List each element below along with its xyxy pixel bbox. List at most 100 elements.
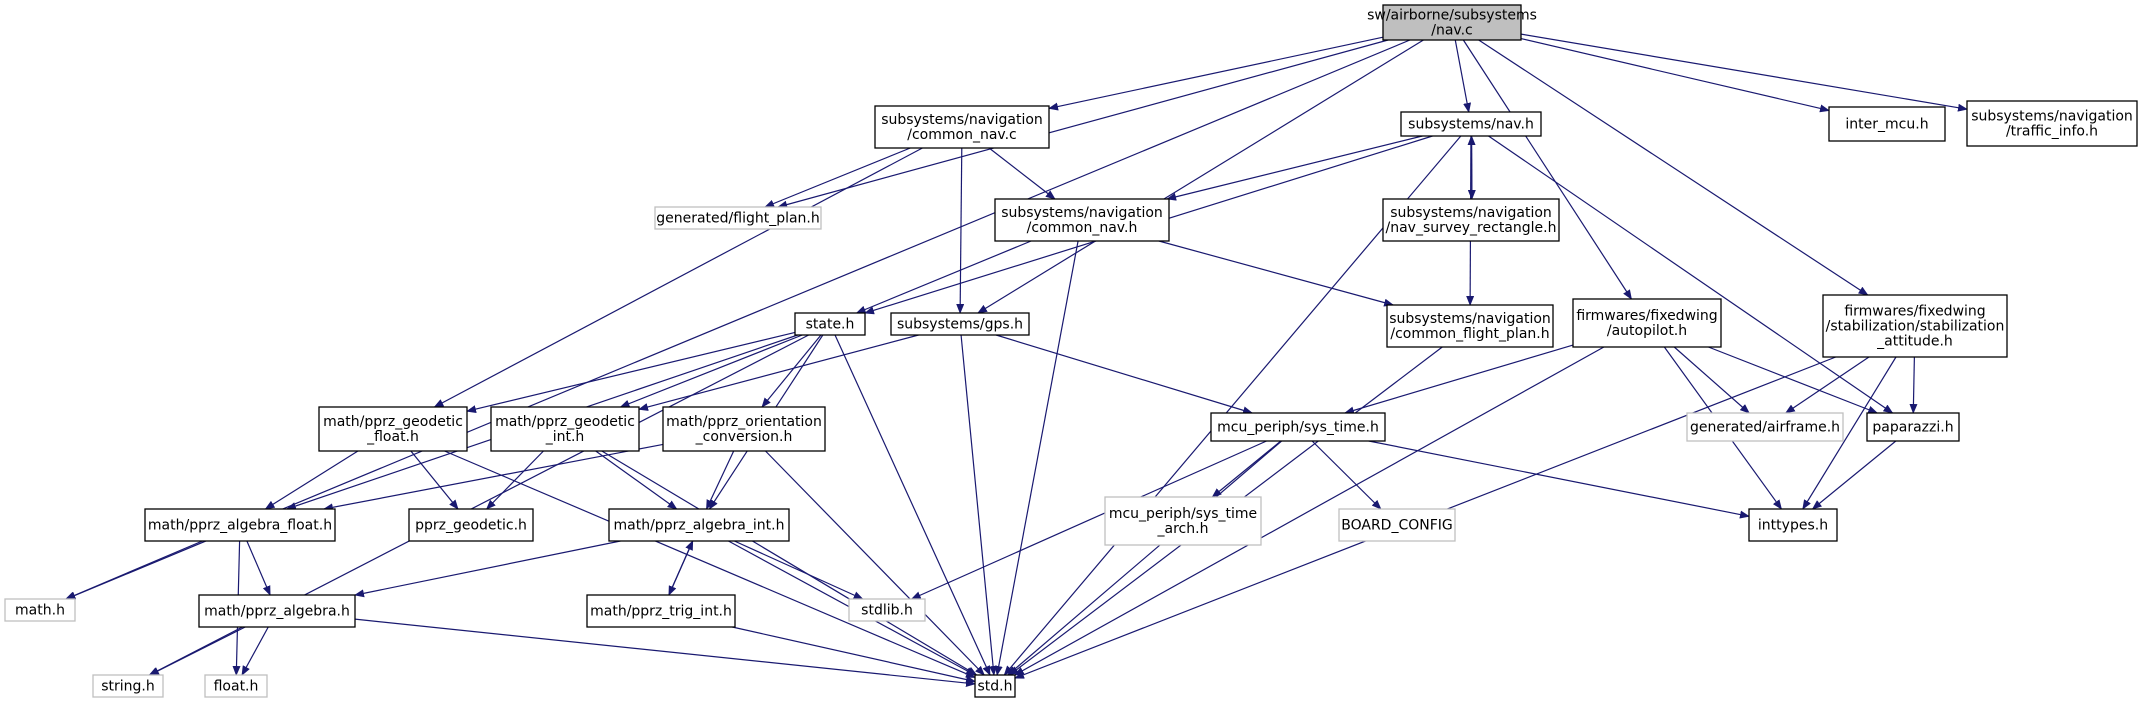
node-box [1828,106,1946,142]
node-box [794,312,866,336]
node-label: subsystems/nav.h [1408,117,1534,133]
edge-autopilot_h-to-airframe_h [1673,346,1750,414]
node-label: math/pprz_algebra.h [204,604,350,620]
node-box [4,598,76,622]
node-box [1338,508,1456,542]
node-geo-float-h[interactable]: math/pprz_geodetic_float.h [318,406,468,452]
edge-nav_h-to-paparazzi_h [1488,135,1894,414]
node-label: firmwares/fixedwing [1844,304,1985,320]
node-label: /nav.c [1431,23,1473,39]
node-nav-h[interactable]: subsystems/nav.h [1400,111,1542,137]
node-label: state.h [806,317,855,333]
node-label: mcu_periph/sys_time [1109,506,1257,522]
node-label: math/pprz_trig_int.h [590,604,732,620]
node-label: inttypes.h [1758,518,1828,534]
edge-geo_int_h-to-pprz_geodetic_h [485,450,544,510]
node-label: /stabilization/stabilization [1826,319,2005,335]
node-traffic-info-h[interactable]: subsystems/navigation/traffic_info.h [1966,100,2138,147]
node-layer: sw/airborne/subsystems/nav.c math.h subsys… [4,4,2138,698]
edge-alg_int_h-to-stdlib_h [734,540,864,600]
node-label: subsystems/gps.h [897,317,1023,333]
edge-sys_time_h-to-stdlib_h [910,440,1267,600]
edge-common_nav_c-to-gps_h [956,147,965,314]
node-geo-int-h[interactable]: math/pprz_geodetic_int.h [490,406,640,452]
node-label: math/pprz_geodetic [323,414,463,430]
node-inttypes-h[interactable]: inttypes.h [1748,508,1838,542]
edge-common_nav_c-to-flight_plan_h [764,147,911,208]
node-trig-int-h[interactable]: math/pprz_trig_int.h [586,594,736,628]
edge-stab_att_h-to-airframe_h [1784,356,1870,414]
edge-nav_h-to-common_nav_h [1166,135,1423,201]
edge-autopilot_h-to-paparazzi_h [1708,346,1879,414]
node-label: /traffic_info.h [2006,124,2098,140]
node-box [1866,412,1960,442]
edge-layer [64,33,1968,687]
node-box [318,406,468,452]
node-box [1104,496,1262,546]
node-label: _attitude.h [1876,334,1953,350]
node-box [974,674,1016,698]
node-common-fp-h[interactable]: subsystems/navigation/common_flight_plan… [1386,304,1554,348]
edge-geo_float_h-to-std_h [444,450,976,679]
node-box [198,594,356,628]
node-std-h[interactable]: std.h [974,674,1016,698]
node-label: inter_mcu.h [1845,117,1928,133]
node-stab-att-h[interactable]: firmwares/fixedwing/stabilization/stabil… [1822,294,2008,358]
node-box [92,674,164,698]
node-math-h: math.h [4,598,76,622]
edge-state_h-to-std_h [834,334,991,676]
edge-sys_time_h-to-std_h [1007,440,1283,676]
node-flight-plan-h: generated/flight_plan.h [654,206,822,230]
edge-stab_att_h-to-inttypes_h [1802,356,1897,510]
node-label: math/pprz_algebra_float.h [148,518,332,534]
node-label: _float.h [366,429,419,445]
edge-nav_c-to-stab_att_h [1478,39,1869,296]
edge-nav_c-to-autopilot_h [1462,39,1632,300]
node-alg-h[interactable]: math/pprz_algebra.h [198,594,356,628]
node-label: string.h [101,679,155,695]
edge-common_nav_c-to-geo_float_h [433,147,923,408]
node-nav-c[interactable]: sw/airborne/subsystems/nav.c [1367,4,1537,41]
node-inter-mcu-h[interactable]: inter_mcu.h [1828,106,1946,142]
node-label: /common_nav.c [907,127,1017,143]
node-float-h: float.h [204,674,268,698]
node-gps-h[interactable]: subsystems/gps.h [890,312,1030,336]
node-nav-survey-h[interactable]: subsystems/navigation/nav_survey_rectang… [1382,198,1560,242]
edge-sys_time_h-to-inttypes_h [1368,440,1750,519]
node-sys-time-h[interactable]: mcu_periph/sys_time.h [1210,412,1386,442]
node-label: generated/flight_plan.h [656,211,820,227]
edge-nav_c-to-common_nav_c [1048,36,1384,111]
node-paparazzi-h[interactable]: paparazzi.h [1866,412,1960,442]
node-state-h[interactable]: state.h [794,312,866,336]
node-alg-float-h[interactable]: math/pprz_algebra_float.h [144,508,336,542]
node-stdlib-h: stdlib.h [848,598,926,622]
edge-nav_c-to-flight_plan_h [777,39,1389,209]
node-orient-h[interactable]: math/pprz_orientation_conversion.h [662,406,826,452]
node-label: _arch.h [1157,521,1209,537]
node-label: /common_flight_plan.h [1390,326,1549,342]
edge-nav_c-to-traffic_info_h [1520,33,1968,112]
node-label: std.h [978,679,1013,695]
node-label: mcu_periph/sys_time.h [1217,420,1379,436]
node-label: subsystems/navigation [1001,205,1163,221]
node-label: float.h [214,679,259,695]
edge-nav_c-to-inter_mcu_h [1520,38,1830,113]
edge-common_nav_c-to-common_nav_h [988,147,1056,200]
node-alg-int-h[interactable]: math/pprz_algebra_int.h [608,508,790,542]
node-common-nav-h[interactable]: subsystems/navigation/common_nav.h [994,198,1170,242]
node-string-h: string.h [92,674,164,698]
node-label: /nav_survey_rectangle.h [1386,220,1557,236]
node-box [608,508,790,542]
node-box [1382,198,1560,242]
node-common-nav-c[interactable]: subsystems/navigation/common_nav.c [874,105,1050,149]
node-pprz-geodetic-h[interactable]: pprz_geodetic.h [408,508,534,542]
node-airframe-h: generated/airframe.h [1686,412,1844,442]
edge-state_h-to-geo_float_h [466,331,796,414]
edge-gps_h-to-std_h [960,334,998,676]
node-autopilot-h[interactable]: firmwares/fixedwing/autopilot.h [1572,298,1722,348]
node-box [654,206,822,230]
node-box [1400,111,1542,137]
node-label: subsystems/navigation [881,112,1043,128]
edge-stab_att_h-to-paparazzi_h [1909,356,1918,414]
node-box [1748,508,1838,542]
